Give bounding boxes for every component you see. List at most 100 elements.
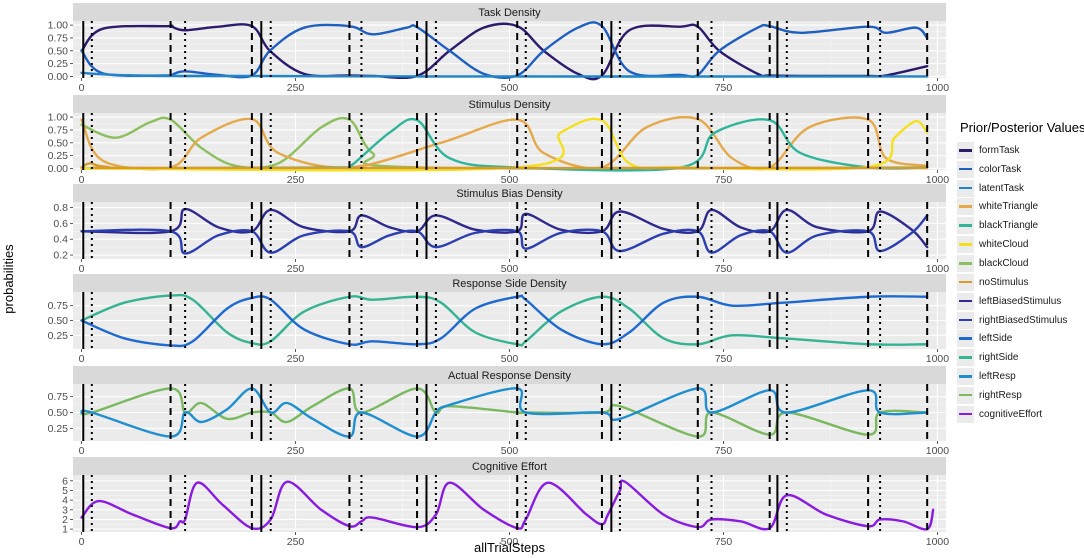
x-tick-label: 500 <box>501 445 519 457</box>
y-tick-label: 4 <box>62 495 68 507</box>
y-tick-label: 0.25 <box>48 330 69 342</box>
x-tick-label: 0 <box>79 536 85 548</box>
legend-label: cognitiveEffort <box>979 408 1043 420</box>
legend-item: rightSide <box>957 348 1081 367</box>
facet-strip <box>73 95 946 113</box>
y-tick-label: 0.00 <box>48 71 69 83</box>
x-axis-title: allTrialSteps <box>474 540 546 555</box>
x-tick-label: 0 <box>79 263 85 275</box>
x-tick-label: 1000 <box>926 263 950 275</box>
x-tick-label: 0 <box>79 353 85 365</box>
y-tick-label: 0.75 <box>48 32 69 44</box>
legend-label: formTask <box>979 144 1020 156</box>
series-line-whiteCloud <box>80 117 929 172</box>
legend-label: whiteTriangle <box>979 201 1039 213</box>
x-tick-label: 0 <box>79 174 85 186</box>
x-tick-label: 1000 <box>926 445 950 457</box>
y-tick-label: 0.50 <box>48 137 69 149</box>
x-tick-label: 500 <box>501 353 519 365</box>
x-tick-label: 0 <box>79 445 85 457</box>
y-tick-label: 0.25 <box>48 150 69 162</box>
legend-item: cognitiveEffort <box>957 405 1081 424</box>
legend-item: rightResp <box>957 386 1081 405</box>
legend-item: formTask <box>957 141 1081 160</box>
y-tick-label: 0.25 <box>48 58 69 70</box>
legend-key <box>957 141 974 159</box>
legend-key <box>957 198 974 216</box>
legend-label: rightBiasedStimulus <box>979 314 1068 326</box>
facet-strip <box>73 3 946 21</box>
legend-label: leftSide <box>979 333 1013 345</box>
legend-swatch <box>959 167 972 171</box>
facet-strip <box>73 274 946 292</box>
x-tick-label: 250 <box>287 263 305 275</box>
legend-swatch <box>959 393 972 397</box>
legend-label: blackCloud <box>979 257 1029 269</box>
legend-swatch <box>959 224 972 227</box>
legend-label: blackTriangle <box>979 220 1039 232</box>
y-tick-label: 2 <box>62 514 68 526</box>
legend-item: whiteTriangle <box>957 198 1081 217</box>
legend-swatch <box>959 205 972 209</box>
x-tick-label: 750 <box>715 174 733 186</box>
legend-swatch <box>959 337 972 340</box>
legend-label: whiteCloud <box>979 239 1029 251</box>
legend-swatch <box>959 261 972 265</box>
legend-key <box>957 386 974 404</box>
legend-item: blackCloud <box>957 254 1081 273</box>
facet-title: Stimulus Bias Density <box>456 188 563 200</box>
legend-label: leftResp <box>979 371 1016 383</box>
legend-key <box>957 330 974 348</box>
legend-label: rightSide <box>979 352 1019 364</box>
y-axis-title: probabilities <box>1 244 16 314</box>
legend-item: latentTask <box>957 179 1081 198</box>
x-tick-label: 750 <box>715 536 733 548</box>
legend-label: noStimulus <box>979 276 1029 288</box>
legend-item: blackTriangle <box>957 216 1081 235</box>
x-tick-label: 1000 <box>926 82 950 94</box>
y-tick-label: 0.2 <box>53 250 68 262</box>
series-group <box>80 293 929 348</box>
x-tick-label: 250 <box>287 445 305 457</box>
legend-item: colorTask <box>957 160 1081 179</box>
x-tick-label: 250 <box>287 353 305 365</box>
legend-key <box>957 217 974 235</box>
facet-title: Actual Response Density <box>448 370 571 382</box>
legend-swatch <box>959 243 972 246</box>
series-line-noStimulus <box>80 162 929 170</box>
y-tick-label: 5 <box>62 485 68 497</box>
legend-key <box>957 179 974 197</box>
legend-key <box>957 405 974 423</box>
y-tick-label: 1 <box>62 524 68 536</box>
x-tick-label: 500 <box>501 174 519 186</box>
y-tick-label: 0.75 <box>48 391 69 403</box>
y-tick-label: 0.25 <box>48 423 69 435</box>
legend-key <box>957 160 974 178</box>
legend-swatch <box>959 356 972 359</box>
y-tick-label: 1.00 <box>48 112 69 124</box>
series-line-rightSide <box>80 293 929 347</box>
y-tick-label: 0.75 <box>48 124 69 136</box>
legend-item: leftBiasedStimulus <box>957 292 1081 311</box>
x-tick-label: 500 <box>501 536 519 548</box>
y-tick-label: 0.4 <box>53 234 68 246</box>
legend-swatch <box>959 280 972 284</box>
facet-title: Response Side Density <box>452 278 567 290</box>
legend-key <box>957 368 974 386</box>
x-tick-label: 0 <box>79 82 85 94</box>
x-tick-label: 1000 <box>926 536 950 548</box>
y-tick-label: 0.75 <box>48 300 69 312</box>
series-line-leftSide <box>80 294 929 348</box>
x-tick-label: 750 <box>715 82 733 94</box>
facet-title: Stimulus Density <box>469 99 551 111</box>
legend-item: rightBiasedStimulus <box>957 311 1081 330</box>
series-line-whiteTriangle <box>80 115 929 171</box>
series-group <box>80 21 929 81</box>
